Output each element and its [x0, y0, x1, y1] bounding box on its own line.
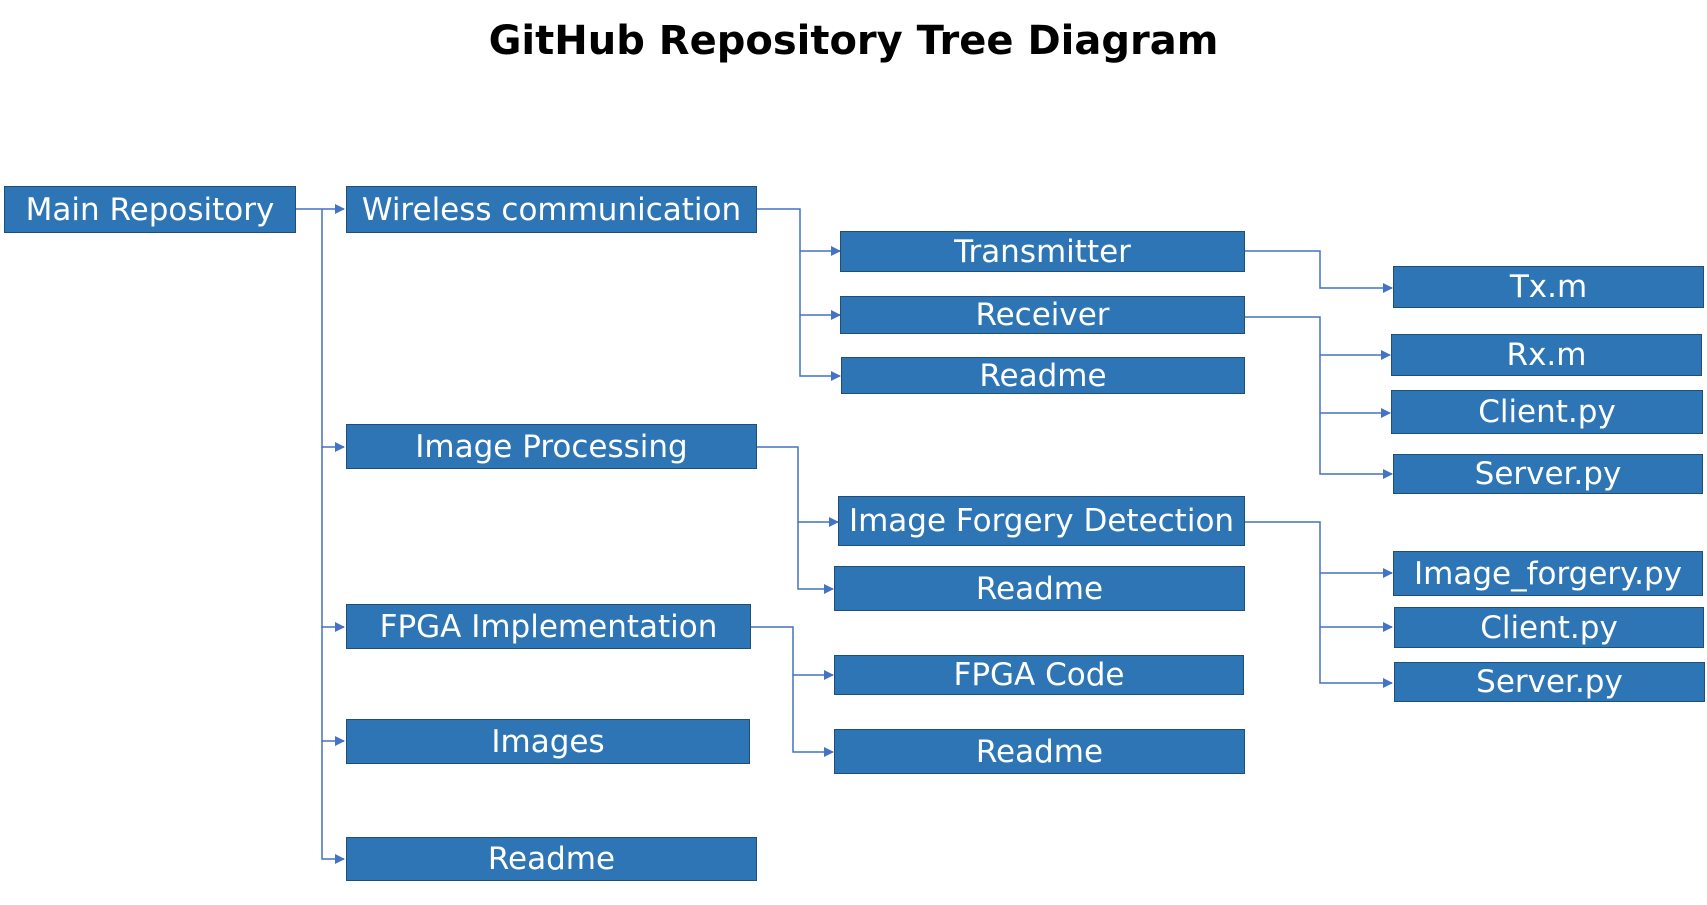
node-receiver: Receiver: [840, 296, 1245, 334]
connector-receiver-server: [1319, 413, 1393, 479]
connector-transmitter-tx: [1245, 250, 1393, 293]
node-image-processing: Image Processing: [346, 424, 757, 469]
connector-main-readme: [321, 741, 345, 864]
node-tx-m: Tx.m: [1393, 266, 1704, 308]
connector-wireless-receiver: [799, 251, 841, 320]
node-transmitter: Transmitter: [840, 231, 1245, 272]
connector-fpga-readme: [792, 675, 834, 757]
node-forgery-server-py: Server.py: [1394, 662, 1705, 702]
connector-receiver-client: [1319, 355, 1391, 418]
node-rx-server-py: Server.py: [1393, 454, 1703, 494]
connector-main-images: [321, 627, 345, 746]
node-image-forgery-py: Image_forgery.py: [1393, 551, 1703, 596]
connector-fpga-code: [751, 626, 834, 680]
connector-wireless-readme: [799, 315, 841, 381]
node-rx-m: Rx.m: [1391, 334, 1702, 376]
node-wireless-readme: Readme: [841, 357, 1245, 394]
node-main-repository: Main Repository: [4, 186, 296, 233]
connector-wireless-transmitter: [757, 208, 841, 256]
connector-main-image-processing: [321, 209, 345, 452]
node-image-readme: Readme: [834, 566, 1245, 611]
connector-receiver-rx: [1245, 316, 1391, 360]
node-fpga-readme: Readme: [834, 729, 1245, 774]
connector-forgery-py: [1245, 521, 1393, 578]
node-fpga-implementation: FPGA Implementation: [346, 604, 751, 649]
connector-image-processing-forgery: [757, 446, 839, 527]
node-image-forgery-detection: Image Forgery Detection: [838, 496, 1245, 546]
node-images: Images: [346, 719, 750, 764]
node-rx-client-py: Client.py: [1391, 390, 1703, 434]
connector-forgery-server: [1319, 627, 1393, 688]
connector-forgery-client: [1319, 573, 1393, 632]
node-fpga-code: FPGA Code: [834, 655, 1244, 695]
connector-main-fpga: [321, 447, 345, 632]
node-wireless-communication: Wireless communication: [346, 186, 757, 233]
diagram-title: GitHub Repository Tree Diagram: [488, 18, 1219, 64]
connector-image-processing-readme: [797, 522, 834, 594]
node-forgery-client-py: Client.py: [1394, 607, 1704, 648]
node-root-readme: Readme: [346, 837, 757, 881]
